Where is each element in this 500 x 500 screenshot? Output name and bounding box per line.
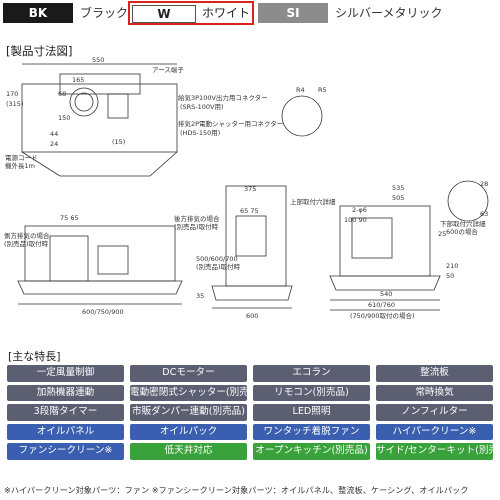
feature-chip: 3段階タイマー [7,404,124,421]
feature-chip: 市販ダンパー連動(別売品) [130,404,247,421]
top-view-bevel-left [21,151,61,177]
side-view-duct [235,215,267,257]
dim-540: 540 [380,290,392,298]
dim-505: 505 [392,194,404,202]
dim-550: 550 [92,56,104,64]
feature-chip: オイルパネル [7,423,124,440]
feature-chip: サイド/センターキット(別売品) [376,443,493,460]
upper-hole-detail-label: 上部取付穴詳細 [290,197,336,206]
cord-label: 電源コード [5,153,38,162]
dim-375: 375 [244,185,256,193]
feature-chip: ワンタッチ着脱ファン [253,423,370,440]
connector-label-2a: 排気2P電動シャッター用コネクター [178,119,283,128]
features-title: [主な特長] [8,350,61,363]
back-exhaust-label-2: (別売品)取付時 [174,222,219,231]
top-view-connector [107,93,129,119]
feature-chip: ファンシークリーン※ [7,443,124,460]
dim-25: 25 [438,230,446,238]
detail-circle-right [447,180,489,222]
feature-grid: 一定風量制御 DCモーターエコラン整流板加熱機器連動電動密閉式シャッター(別売品)… [7,365,493,460]
color-code-w: W [132,5,196,23]
dimension-drawing-svg: 550 アース端子 165 68 (315) 170 150 44 24 (15… [4,56,489,320]
height-range-2: (別売品)取付時 [196,262,241,271]
dim-15: (15) [112,138,125,146]
dim-600: 600 [246,312,258,320]
feature-chip: エコラン [253,365,370,382]
feature-chip: リモコン(別売品) [253,384,370,401]
dim-750-900-note: (750/900取付の場合) [350,311,415,320]
dim-24: 24 [50,140,58,148]
bottom-view-duct [351,217,393,259]
color-swatch-bk: BK [3,3,73,23]
front-view-hood [17,280,183,295]
dim-35: 35 [196,292,204,300]
side-exhaust-label: 側方排気の場合 [4,231,50,240]
top-view-box [59,73,141,95]
feature-chip: オープンキッチン(別売品) [253,443,370,460]
feature-chip: ハイパークリーン※ [376,423,493,440]
top-view-fan-circle [69,87,99,117]
dim-210: 210 [446,262,458,270]
feature-chip: 一定風量制御 [7,365,124,382]
dim-100-90: 100 90 [344,216,367,224]
lower-hole-detail-label-2: 600の場合 [446,227,478,236]
front-view-duct [49,235,89,282]
feature-chip: ノンフィルター [376,404,493,421]
color-swatch-w-selected: W ホワイト [128,1,254,25]
dim-65-75: 65 75 [240,207,259,215]
top-view-fan-inner [74,92,94,112]
dim-44: 44 [50,130,58,138]
feature-chip: 常時換気 [376,384,493,401]
side-view-hood [211,285,293,301]
dimensions-title: [製品寸法図] [6,44,73,58]
feature-chip: DCモーター [130,365,247,382]
side-exhaust-label-2: (別売品)取付時 [4,239,49,248]
dim-75-65: 75 65 [60,214,79,222]
color-swatch-si: SI [258,3,328,23]
feature-chip: LED照明 [253,404,370,421]
radius-r5: R5 [318,86,327,94]
color-name-si: シルバーメタリック [335,6,443,20]
bottom-view-hood [329,275,441,291]
dim-535: 535 [392,184,404,192]
cord-length-label: 機外長1m [5,161,35,170]
dim-50: 50 [446,272,454,280]
dim-165: 165 [72,76,84,84]
dim-600-750-900: 600/750/900 [82,308,124,316]
back-exhaust-label: 後方排気の場合 [174,214,220,223]
earth-terminal-label: アース端子 [152,65,184,74]
dim-610-760: 610/760 [368,301,395,309]
dim-28: 28 [480,180,488,188]
color-name-bk: ブラック [80,6,129,20]
radius-r4: R4 [296,86,305,94]
dim-150: 150 [58,114,70,122]
dim-68: 68 [58,90,66,98]
top-view-bevel-right [149,151,178,177]
dimension-drawing: 550 アース端子 165 68 (315) 170 150 44 24 (15… [0,56,500,336]
feature-chip: 加熱機器連動 [7,384,124,401]
detail-circle-top [281,95,323,137]
dim-63: 63 [480,210,488,218]
features-footnote: ※ハイパークリーン対象パーツ：ファン ※ファンシークリーン対象パーツ：オイルパネ… [4,485,469,495]
side-view-body [225,185,287,287]
feature-chip: オイルパック [130,423,247,440]
feature-chip: 電動密閉式シャッター(別売品) [130,384,247,401]
dim-2-phi6: 2-φ6 [352,206,367,214]
height-range: 500/600/700 [196,255,238,263]
lower-hole-detail-label: 下部取付穴詳細 [440,219,486,228]
connector-label-2b: (HDS-150用) [180,129,220,137]
dim-170: 170 [6,90,18,98]
feature-chip: 整流板 [376,365,493,382]
color-options-bar: BK ブラック W ホワイト SI シルバーメタリック [0,0,500,26]
connector-label-1a: 給気3P100V出力用コネクター [178,93,268,102]
feature-chip: 低天井対応 [130,443,247,460]
top-view-outline [21,83,178,153]
connector-label-1b: (SRS-100V用) [180,103,224,111]
dim-315: (315) [6,100,23,108]
color-name-w: ホワイト [202,6,251,20]
front-view-motor [97,245,129,275]
